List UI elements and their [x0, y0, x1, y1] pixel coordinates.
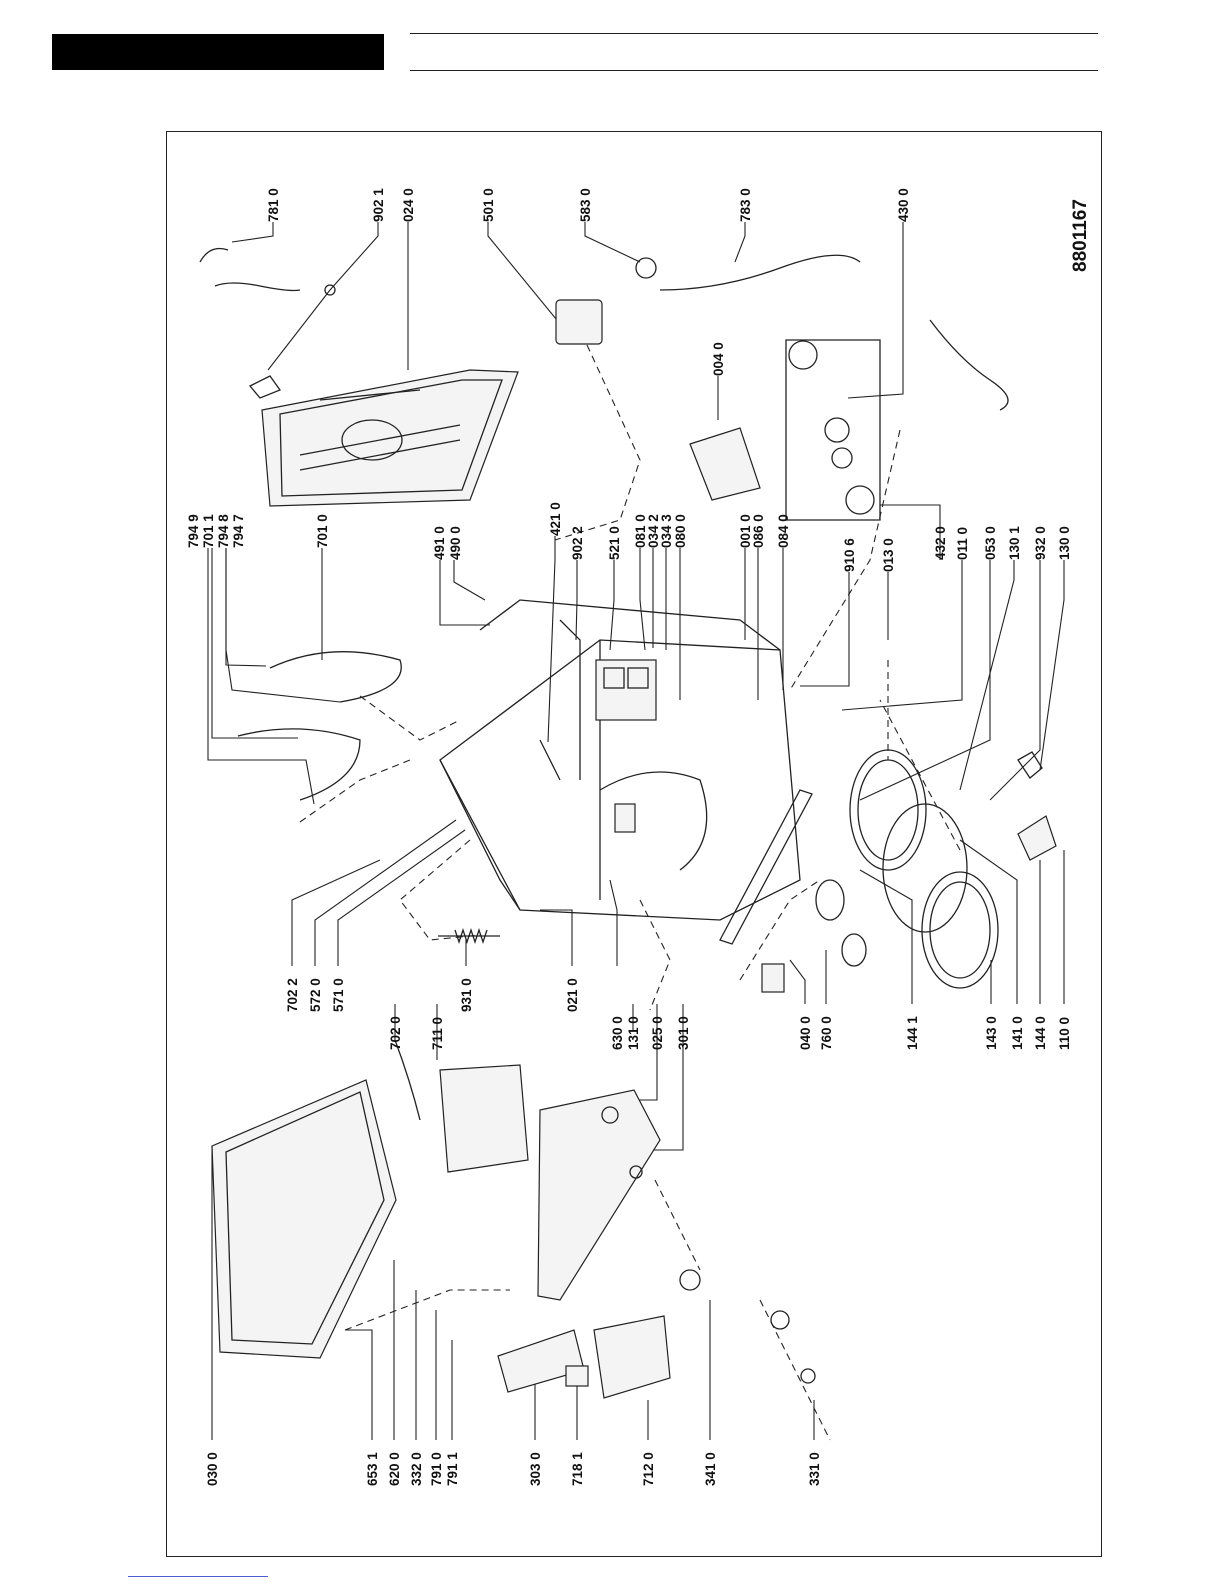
label-025-0: 025 0 [650, 1016, 665, 1050]
label-521-0: 521 0 [607, 526, 622, 560]
label-331-0: 331 0 [807, 1452, 822, 1486]
part-number-labels: 781 0 902 1 024 0 501 0 583 0 783 0 430 … [186, 188, 1072, 1486]
label-791-1: 791 1 [445, 1452, 460, 1486]
label-794-7: 794 7 [231, 514, 246, 548]
label-712-0: 712 0 [641, 1452, 656, 1486]
label-718-1: 718 1 [570, 1452, 585, 1486]
label-110-0: 110 0 [1057, 1017, 1072, 1050]
label-143-0: 143 0 [984, 1016, 999, 1050]
label-902-2: 902 2 [570, 526, 585, 560]
label-021-0: 021 0 [565, 978, 580, 1012]
label-080-0: 080 0 [673, 514, 688, 548]
label-630-0: 630 0 [610, 1016, 625, 1050]
label-084-0: 084 0 [776, 514, 791, 548]
parts-art [199, 247, 1057, 1399]
label-501-0: 501 0 [481, 188, 496, 222]
label-794-9: 794 9 [186, 514, 201, 548]
label-491-0: 491 0 [432, 526, 447, 560]
label-931-0: 931 0 [459, 978, 474, 1012]
label-130-0: 130 0 [1057, 526, 1072, 560]
label-144-0: 144 0 [1033, 1016, 1048, 1050]
label-011-0: 011 0 [955, 527, 970, 560]
label-760-0: 760 0 [819, 1016, 834, 1050]
label-303-0: 303 0 [528, 1452, 543, 1486]
label-301-0: 301 0 [676, 1016, 691, 1050]
label-781-0: 781 0 [266, 188, 281, 222]
label-034-2: 034 2 [646, 514, 661, 548]
label-081-0: 081 0 [633, 514, 648, 548]
leader-lines [207, 222, 1065, 1441]
label-034-3: 034 3 [659, 514, 674, 548]
label-024-0: 024 0 [401, 188, 416, 222]
label-001-0: 001 0 [738, 514, 753, 548]
label-004-0: 004 0 [711, 342, 726, 376]
diagram-frame [166, 131, 1102, 1557]
label-332-0: 332 0 [409, 1452, 424, 1486]
header-title-bar [52, 34, 384, 70]
label-053-0: 053 0 [983, 526, 998, 560]
label-794-8: 794 8 [216, 514, 231, 548]
label-421-0: 421 0 [548, 502, 563, 536]
label-783-0: 783 0 [738, 188, 753, 222]
label-702-0: 702 0 [388, 1016, 403, 1050]
label-144-1: 144 1 [905, 1016, 920, 1050]
drawing-number: 8801167 [1070, 199, 1091, 272]
label-131-0: 131 0 [626, 1016, 641, 1050]
label-013-0: 013 0 [881, 538, 896, 572]
label-932-0: 932 0 [1033, 526, 1048, 560]
label-791-0: 791 0 [429, 1452, 444, 1486]
label-141-0: 141 0 [1010, 1016, 1025, 1050]
label-432-0: 432 0 [933, 526, 948, 560]
label-040-0: 040 0 [798, 1016, 813, 1050]
label-341-0: 341 0 [703, 1452, 718, 1486]
label-030-0: 030 0 [205, 1452, 220, 1486]
label-583-0: 583 0 [578, 188, 593, 222]
label-902-1: 902 1 [371, 188, 386, 222]
label-572-0: 572 0 [308, 978, 323, 1012]
label-086-0: 086 0 [751, 514, 766, 548]
label-130-1: 130 1 [1007, 526, 1022, 560]
header-rule-top [410, 33, 1098, 34]
label-490-0: 490 0 [448, 526, 463, 560]
label-571-0: 571 0 [331, 978, 346, 1012]
label-702-2: 702 2 [285, 978, 300, 1012]
label-701-0: 701 0 [315, 514, 330, 548]
label-430-0: 430 0 [896, 188, 911, 222]
label-701-1: 701 1 [201, 514, 216, 548]
header-rule-bottom [410, 70, 1098, 71]
label-653-1: 653 1 [365, 1452, 380, 1486]
label-711-0: 711 0 [430, 1017, 445, 1050]
footer-link-underline[interactable] [128, 1576, 268, 1577]
label-620-0: 620 0 [387, 1452, 402, 1486]
label-910-6: 910 6 [842, 538, 857, 572]
